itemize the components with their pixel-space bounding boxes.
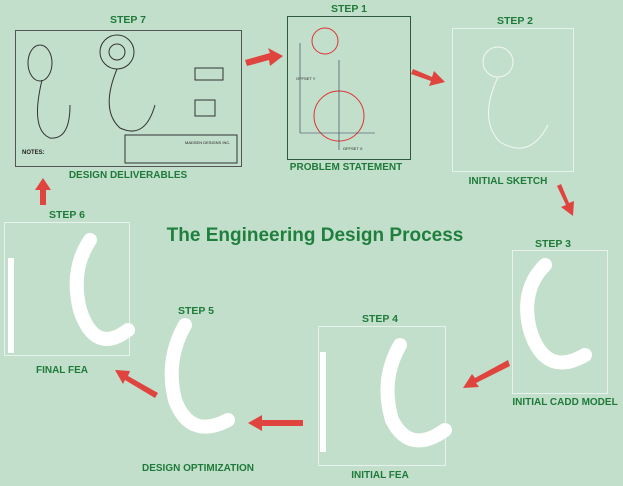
- step-5-name: DESIGN OPTIMIZATION: [141, 463, 255, 474]
- initial-cadd-model: [512, 250, 608, 394]
- initial-fea-model: [318, 326, 446, 466]
- step-4-label: STEP 4: [362, 313, 398, 325]
- step-1-name: PROBLEM STATEMENT: [289, 162, 403, 173]
- design-deliverables-drawing: [15, 30, 242, 167]
- step-2-name: INITIAL SKETCH: [468, 176, 548, 187]
- offset-y-label: OFFSET Y: [296, 76, 316, 81]
- step-2-label: STEP 2: [497, 15, 533, 27]
- step-3-name: INITIAL CADD MODEL: [512, 397, 618, 408]
- step-3-label: STEP 3: [535, 238, 571, 250]
- hook-models: [69, 233, 592, 448]
- sketch-hook: [482, 46, 549, 149]
- step-5-label: STEP 5: [178, 305, 214, 317]
- step-7-label: STEP 7: [110, 14, 146, 26]
- problem-statement-circles: [311, 27, 365, 142]
- deliverables-hook-drawing: [27, 34, 238, 164]
- drawing-notes: NOTES:: [22, 150, 45, 156]
- final-fea-model: [4, 222, 130, 356]
- step-6-label: STEP 6: [49, 209, 85, 221]
- process-arrows: [35, 48, 574, 431]
- step-4-name: INITIAL FEA: [351, 470, 409, 481]
- initial-sketch-drawing: [452, 28, 574, 172]
- diagram-title: The Engineering Design Process: [166, 225, 464, 246]
- offset-x-label: OFFSET X: [343, 146, 363, 151]
- step-7-name: DESIGN DELIVERABLES: [68, 170, 188, 181]
- drawing-company: MADSEN DESIGNS INC.: [185, 140, 231, 145]
- step-1-label: STEP 1: [331, 3, 367, 15]
- step-6-name: FINAL FEA: [35, 365, 89, 376]
- problem-statement-drawing: [287, 16, 411, 160]
- fea-legend-bars: [8, 258, 326, 452]
